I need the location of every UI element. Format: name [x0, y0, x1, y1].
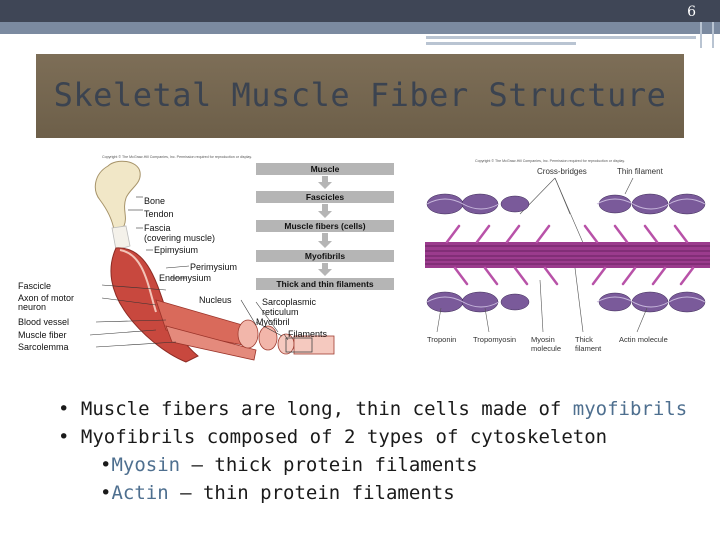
label-fascicle: Fascicle [18, 281, 51, 291]
label-muscle-fiber: Muscle fiber [18, 330, 67, 340]
hierarchy-arrows [318, 176, 332, 276]
highlight-myofibrils: myofibrils [572, 398, 688, 420]
label-fascia-sub: (covering muscle) [144, 233, 215, 243]
bullet-marker: • [100, 454, 112, 476]
label-sarcoplasmic: Sarcoplasmic [262, 297, 317, 307]
label-tendon: Tendon [144, 209, 174, 219]
title-band: Skeletal Muscle Fiber Structure [36, 54, 684, 138]
bullet-item: • Muscle fibers are long, thin cells mad… [58, 395, 698, 423]
bullet-list: • Muscle fibers are long, thin cells mad… [58, 395, 698, 507]
label-sarcolemma: Sarcolemma [18, 342, 69, 352]
bone-shape [94, 160, 141, 231]
sub-bullet-item: •Myosin – thick protein filaments [58, 451, 698, 479]
bullet-item: • Myofibrils composed of 2 types of cyto… [58, 423, 698, 451]
accent-strip [0, 22, 720, 34]
label-myosin: Myosin [531, 335, 555, 344]
bullet-text: Muscle fibers are long, thin cells made … [80, 398, 573, 420]
label-troponin: Troponin [427, 335, 456, 344]
highlight-myosin: Myosin [111, 454, 181, 476]
bullet-marker: • [58, 398, 70, 420]
hierarchy-boxes: Muscle Fascicles Muscle fibers (cells) M… [256, 163, 394, 290]
label-myofibril: Myofibril [256, 317, 290, 327]
label-nucleus: Nucleus [199, 295, 232, 305]
right-copyright: Copyright © The McGraw-Hill Companies, I… [475, 159, 625, 163]
label-filaments: Filaments [288, 329, 328, 339]
label-fascia: Fascia [144, 223, 171, 233]
label-tropomyosin: Tropomyosin [473, 335, 516, 344]
label-perimysium: Perimysium [190, 262, 237, 272]
accent-line [426, 36, 696, 39]
hierarchy-muscle-fibers: Muscle fibers (cells) [284, 221, 365, 231]
tendon-shape [111, 225, 131, 251]
decor-bars [700, 22, 714, 48]
label-blood-vessel: Blood vessel [18, 317, 69, 327]
label-thick-sub: filament [575, 344, 602, 353]
hierarchy-myofibrils: Myofibrils [305, 251, 345, 261]
muscle-fiber-cylinders [237, 319, 335, 355]
left-copyright: Copyright © The McGraw-Hill Companies, I… [102, 155, 252, 159]
label-axon-sub: neuron [18, 302, 46, 312]
hierarchy-fascicles: Fascicles [306, 192, 345, 202]
label-epimysium: Epimysium [154, 245, 198, 255]
label-myosin-sub: molecule [531, 344, 561, 353]
filament-structure-figure: Copyright © The McGraw-Hill Companies, I… [425, 159, 710, 353]
bullet-marker: • [100, 482, 112, 504]
myosin-thick-filament [425, 224, 710, 286]
label-actin: Actin molecule [619, 335, 668, 344]
label-axon: Axon of motor [18, 293, 74, 303]
slide-number: 6 [687, 4, 696, 20]
sub-bullet-item: •Actin – thin protein filaments [58, 479, 698, 507]
bullet-text: – thin protein filaments [168, 482, 455, 504]
label-cross-bridges: Cross-bridges [537, 167, 587, 176]
fascia-layer [119, 249, 157, 313]
bullet-marker: • [58, 426, 70, 448]
hierarchy-muscle: Muscle [311, 164, 340, 174]
slide-title: Skeletal Muscle Fiber Structure [53, 76, 667, 114]
label-endomysium: Endomysium [159, 273, 211, 283]
bullet-text: – thick protein filaments [180, 454, 478, 476]
muscle-structure-figure: Copyright © The McGraw-Hill Companies, I… [18, 155, 394, 363]
label-reticulum: reticulum [262, 307, 299, 317]
highlight-actin: Actin [111, 482, 169, 504]
label-thin-filament: Thin filament [617, 167, 664, 176]
top-bar: 6 [0, 0, 720, 22]
accent-line [426, 42, 576, 45]
hierarchy-filaments: Thick and thin filaments [276, 279, 374, 289]
label-thick: Thick [575, 335, 593, 344]
actin-filaments [426, 193, 706, 313]
label-bone: Bone [144, 196, 165, 206]
bullet-text: Myofibrils composed of 2 types of cytosk… [80, 426, 608, 448]
